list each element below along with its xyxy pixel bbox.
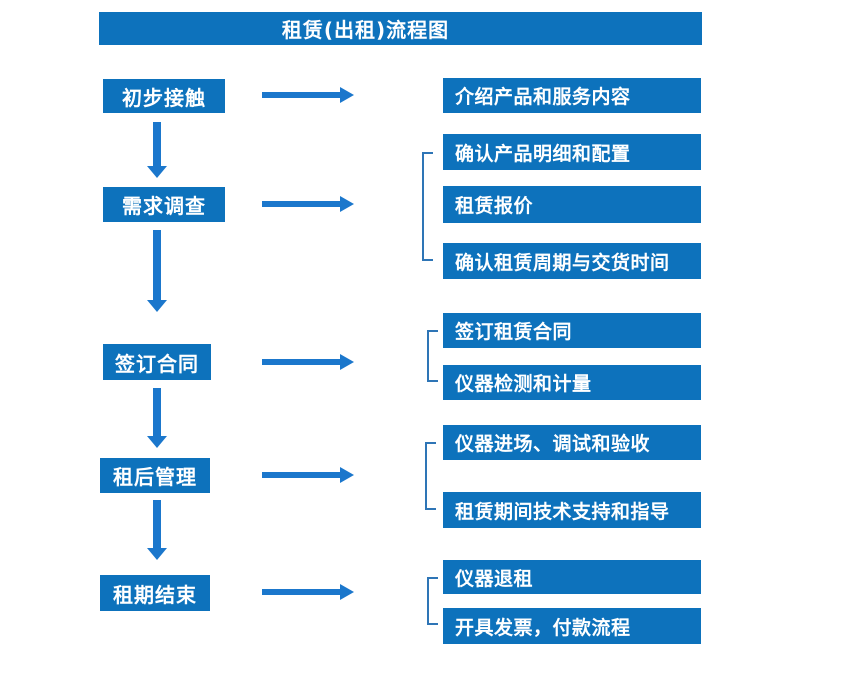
step-box-initial-contact: 初步接触 bbox=[103, 79, 225, 113]
detail-box-introduce-products-services: 介绍产品和服务内容 bbox=[443, 78, 701, 113]
detail-box-technical-support: 租赁期间技术支持和指导 bbox=[443, 492, 701, 528]
step-box-post-rental-management: 租后管理 bbox=[100, 458, 210, 493]
down-arrow-3 bbox=[147, 388, 167, 448]
down-arrow-2 bbox=[147, 230, 167, 312]
right-arrow-5 bbox=[262, 584, 354, 600]
detail-box-instrument-inspection: 仪器检测和计量 bbox=[443, 365, 701, 400]
right-arrow-4 bbox=[262, 467, 354, 483]
step-box-rental-end: 租期结束 bbox=[100, 575, 210, 611]
right-arrow-2 bbox=[262, 196, 354, 212]
detail-box-confirm-period-delivery: 确认租赁周期与交货时间 bbox=[443, 243, 701, 279]
detail-box-sign-rental-contract: 签订租赁合同 bbox=[443, 313, 701, 348]
right-arrow-1 bbox=[262, 87, 354, 103]
detail-box-instrument-setup-acceptance: 仪器进场、调试和验收 bbox=[443, 425, 701, 460]
right-arrow-3 bbox=[262, 354, 354, 370]
detail-group-bracket-4 bbox=[425, 442, 436, 510]
detail-group-bracket-3 bbox=[427, 330, 438, 382]
flowchart-title: 租赁(出租)流程图 bbox=[99, 12, 702, 45]
detail-box-invoice-payment: 开具发票，付款流程 bbox=[443, 608, 701, 644]
detail-box-confirm-product-details: 确认产品明细和配置 bbox=[443, 134, 701, 170]
detail-group-bracket-5 bbox=[427, 577, 438, 625]
down-arrow-1 bbox=[147, 122, 167, 178]
detail-box-instrument-return: 仪器退租 bbox=[443, 560, 701, 594]
down-arrow-4 bbox=[147, 500, 167, 560]
detail-box-rental-quotation: 租赁报价 bbox=[443, 186, 701, 223]
detail-group-bracket-2 bbox=[422, 152, 433, 261]
step-box-sign-contract: 签订合同 bbox=[103, 344, 211, 380]
step-box-demand-survey: 需求调查 bbox=[103, 187, 225, 222]
